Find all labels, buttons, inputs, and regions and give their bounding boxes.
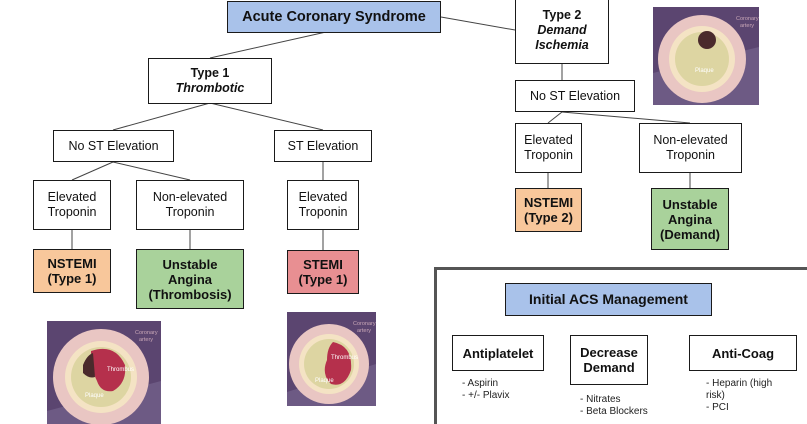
list-item: - Aspirin (462, 378, 499, 389)
st-elevated-troponin-box: Elevated Troponin (287, 180, 359, 230)
nstemi-type2-box: NSTEMI (Type 2) (515, 188, 582, 232)
coronary-label-line1: Coronary (135, 330, 158, 336)
type1-elevated-troponin-box: Elevated Troponin (33, 180, 111, 230)
non-elevated-troponin-line2: Troponin (666, 148, 715, 162)
unstable-angina-demand-line1: Unstable (662, 196, 718, 212)
unstable-angina-thrombosis-line2: Angina (167, 271, 213, 287)
unstable-angina-demand-line3: (Demand) (660, 226, 720, 242)
unstable-angina-thrombosis-box: Unstable Angina (Thrombosis) (136, 249, 244, 309)
coronary-label-line2: artery (357, 328, 371, 334)
stemi-type1-box: STEMI (Type 1) (287, 250, 359, 294)
nstemi-type1-line1: NSTEMI (47, 256, 97, 271)
coronary-label-line2: artery (740, 23, 754, 29)
non-elevated-troponin-line1: Non-elevated (653, 133, 728, 147)
type2-elevated-troponin-box: Elevated Troponin (515, 123, 582, 173)
plaque-label: Plaque (315, 378, 334, 384)
elevated-troponin-line2: Troponin (47, 205, 97, 219)
elevated-troponin-line2: Troponin (298, 205, 348, 219)
list-item: risk) (706, 390, 725, 401)
stemi-type1-line1: STEMI (303, 257, 343, 272)
anti-coag-list: - Heparin (high risk) - PCI (706, 378, 772, 414)
coronary-label-line1: Coronary (736, 16, 759, 22)
list-item: - PCI (706, 402, 729, 413)
non-elevated-troponin-line1: Non-elevated (152, 190, 228, 204)
decrease-demand-line2: Demand (583, 360, 635, 375)
st-elevation-label: ST Elevation (287, 138, 359, 153)
acs-root-box: Acute Coronary Syndrome (227, 1, 441, 33)
type2-box: Type 2 Demand Ischemia (515, 0, 609, 64)
list-item: - Nitrates (580, 394, 621, 405)
list-item: - Beta Blockers (580, 406, 648, 417)
type2-no-st-elevation-label: No ST Elevation (529, 88, 621, 103)
decrease-demand-box: Decrease Demand (570, 335, 648, 385)
antiplatelet-label: Antiplatelet (462, 345, 534, 361)
coronary-artery-plaque-illustration: Coronary artery Plaque (653, 7, 759, 105)
stemi-type1-line2: (Type 1) (298, 272, 348, 287)
st-elevation-box: ST Elevation (274, 130, 372, 162)
management-title: Initial ACS Management (529, 291, 688, 307)
coronary-label-line2: artery (139, 337, 153, 343)
type1-box: Type 1 Thrombotic (148, 58, 272, 104)
non-elevated-troponin-line2: Troponin (165, 205, 215, 219)
coronary-artery-thrombus-illustration: Coronary artery Thrombus Plaque (47, 321, 161, 424)
coronary-artery-occlusion-illustration: Coronary artery Thrombus Plaque (287, 312, 376, 406)
plaque-label: Plaque (695, 68, 714, 74)
thrombus-label: Thrombus (107, 367, 134, 373)
anti-coag-label: Anti-Coag (711, 345, 775, 361)
antiplatelet-box: Antiplatelet (452, 335, 544, 371)
type1-no-st-elevation-label: No ST Elevation (68, 138, 159, 153)
type2-non-elevated-troponin-box: Non-elevated Troponin (639, 123, 742, 173)
elevated-troponin-line1: Elevated (47, 190, 97, 204)
management-title-box: Initial ACS Management (505, 283, 712, 316)
type1-non-elevated-troponin-box: Non-elevated Troponin (136, 180, 244, 230)
list-item: - Heparin (high (706, 378, 773, 389)
thrombus-label: Thrombus (331, 355, 358, 361)
type2-subtitle-line2: Ischemia (535, 37, 589, 52)
acs-root-label: Acute Coronary Syndrome (242, 8, 426, 25)
elevated-troponin-line1: Elevated (524, 133, 573, 147)
type1-subtitle: Thrombotic (175, 81, 245, 95)
nstemi-type2-line1: NSTEMI (523, 195, 574, 210)
unstable-angina-thrombosis-line3: (Thrombosis) (148, 286, 232, 302)
type1-no-st-elevation-box: No ST Elevation (53, 130, 174, 162)
list-item: - +/- Plavix (462, 390, 510, 401)
elevated-troponin-line2: Troponin (524, 148, 573, 162)
coronary-label-line1: Coronary (353, 321, 376, 327)
nstemi-type1-line2: (Type 1) (47, 271, 97, 286)
type1-title: Type 1 (190, 66, 230, 80)
type2-subtitle-line1: Demand (537, 22, 587, 37)
anti-coag-box: Anti-Coag (689, 335, 797, 371)
decrease-demand-line1: Decrease (580, 345, 638, 360)
type2-title: Type 2 (542, 7, 582, 22)
unstable-angina-thrombosis-line1: Unstable (162, 256, 218, 272)
unstable-angina-demand-line2: Angina (667, 211, 713, 227)
plaque-label: Plaque (85, 393, 104, 399)
unstable-angina-demand-box: Unstable Angina (Demand) (651, 188, 729, 250)
antiplatelet-list: - Aspirin - +/- Plavix (462, 378, 510, 402)
nstemi-type1-box: NSTEMI (Type 1) (33, 249, 111, 293)
decrease-demand-list: - Nitrates - Beta Blockers (580, 394, 648, 418)
elevated-troponin-line1: Elevated (298, 190, 348, 204)
type2-no-st-elevation-box: No ST Elevation (515, 80, 635, 112)
nstemi-type2-line2: (Type 2) (524, 210, 573, 225)
